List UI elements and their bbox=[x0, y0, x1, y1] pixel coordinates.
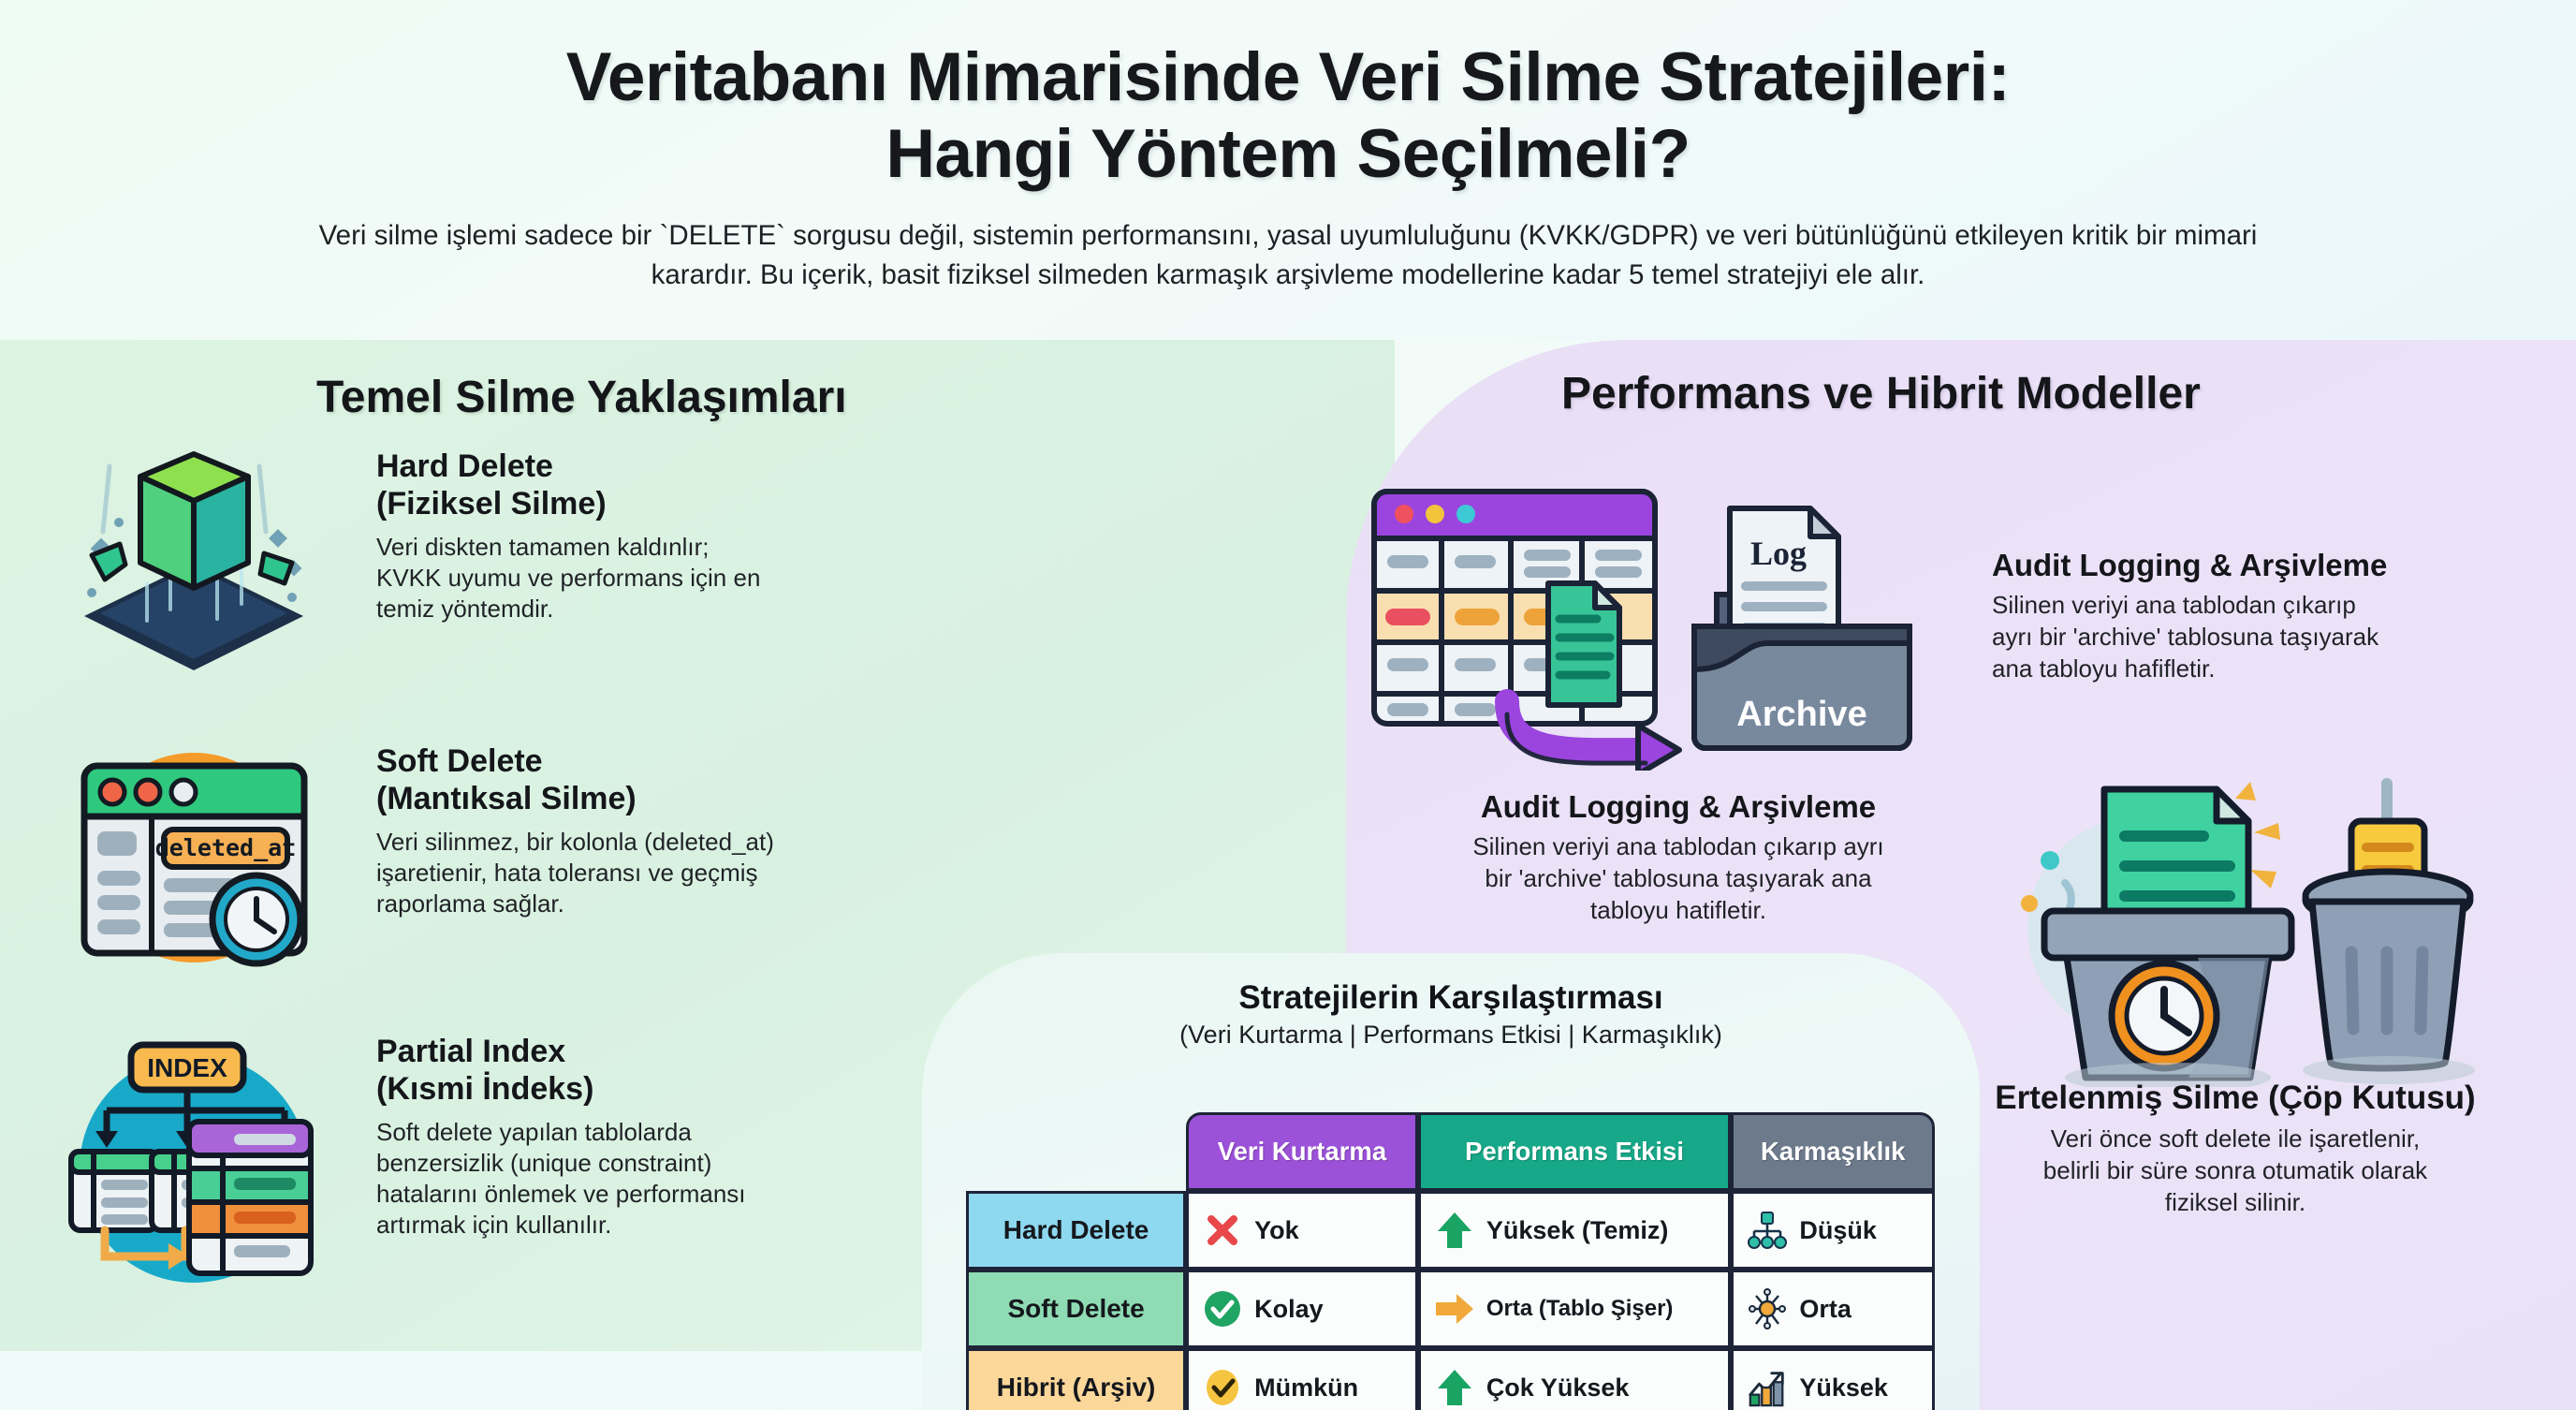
subtitle-line-1: Veri silme işlemi sadece bir `DELETE` so… bbox=[318, 219, 2064, 251]
comparison-title: Stratejilerin Karşılaştırması bbox=[1238, 979, 1663, 1016]
title-line-2: (Kısmi İndeks) bbox=[376, 1070, 594, 1107]
block-title: Ertelenmiş Silme (Çöp Kutusu) bbox=[1995, 1080, 2476, 1116]
title-line-2: (Mantıksal Silme) bbox=[376, 780, 637, 816]
title-line-1: Partial Index bbox=[376, 1034, 566, 1069]
cube-dissolve-icon bbox=[58, 443, 339, 682]
green-up-arrow-icon bbox=[1434, 1210, 1475, 1251]
header: Veritabanı Mimarisinde Veri Silme Strate… bbox=[0, 0, 2576, 340]
title-line-1: Soft Delete bbox=[376, 743, 543, 779]
deleted-at-badge-label: deleted_at bbox=[155, 834, 297, 861]
right-panel-heading: Performans ve Hibrit Modeller bbox=[1561, 369, 2201, 419]
desc-line-1: Veri önce soft delete ile işaretlenir, bbox=[2050, 1124, 2421, 1153]
list-item-title: Soft Delete (Mantıksal Silme) bbox=[376, 743, 779, 818]
table-row: Hibrit (Arşiv) Mümkün Çok Yüksek bbox=[966, 1348, 1935, 1410]
comparison-subtitle: (Veri Kurtarma | Performans Etkisi | Kar… bbox=[1179, 1021, 1722, 1049]
green-up-arrow-icon bbox=[1434, 1367, 1475, 1408]
green-check-circle-icon bbox=[1202, 1288, 1243, 1329]
cell-text: Düşük bbox=[1799, 1215, 1877, 1244]
list-item: deleted_at Soft Delete (Mantıksal Silme)… bbox=[58, 738, 1350, 981]
desc-line-3: tabloyu hatifletir. bbox=[1590, 895, 1766, 924]
archive-illustration: Log Archive bbox=[1365, 471, 1945, 777]
page-title: Veritabanı Mimarisinde Veri Silme Strate… bbox=[0, 0, 2576, 194]
column-header-performans-etkisi: Performans Etkisi bbox=[1417, 1112, 1732, 1191]
block-description: Silinen veriyi ana tablodan çıkarıp ayrı… bbox=[1992, 590, 2554, 684]
page-subtitle: Veri silme işlemi sadece bir `DELETE` so… bbox=[268, 216, 2308, 295]
desc-line-2: bir 'archive' tablosuna taşıyarak ana bbox=[1485, 863, 1872, 892]
list-item-description: Veri silinmez, bir kolonla (deleted_at) … bbox=[376, 827, 774, 918]
cell-text: Mümkün bbox=[1254, 1373, 1359, 1402]
comparison-table: Veri Kurtarma Performans Etkisi Karmaşık… bbox=[966, 1112, 1935, 1410]
block-description: Veri önce soft delete ile işaretlenir, b… bbox=[1908, 1124, 2563, 1218]
cell-soft-delete-karmasiklik: Orta bbox=[1731, 1270, 1935, 1348]
yellow-check-circle-icon bbox=[1202, 1367, 1243, 1408]
title-line-1: Veritabanı Mimarisinde Veri Silme Strate… bbox=[565, 39, 2011, 115]
row-label-hibrit-arsiv: Hibrit (Arşiv) bbox=[966, 1348, 1187, 1410]
deferred-delete-illustration bbox=[1964, 778, 2544, 1093]
orange-right-arrow-icon bbox=[1434, 1288, 1475, 1329]
network-node-icon bbox=[1747, 1288, 1788, 1329]
desc-line-1: Silinen veriyi ana tablodan çıkarıp bbox=[1992, 591, 2356, 619]
subtitle-line-2: kritik bir mimari karardır. Bu içerik, b… bbox=[651, 219, 2258, 290]
title-line-2: Hangi Yöntem Seçilmeli? bbox=[886, 116, 1690, 193]
cell-text: Kolay bbox=[1254, 1294, 1324, 1323]
index-tree-icon: INDEX bbox=[58, 1028, 339, 1295]
column-header-karmasiklik: Karmaşıklık bbox=[1731, 1112, 1935, 1191]
column-header-veri-kurtarma: Veri Kurtarma bbox=[1186, 1112, 1418, 1191]
cell-text: Yüksek bbox=[1799, 1373, 1888, 1402]
cell-soft-delete-performans: Orta (Tablo Şişer) bbox=[1417, 1270, 1732, 1348]
title-line-1: Hard Delete bbox=[376, 448, 553, 484]
cell-text: Orta (Tablo Şişer) bbox=[1486, 1296, 1674, 1321]
growth-chart-icon bbox=[1747, 1367, 1788, 1408]
block-title: Audit Logging & Arşivleme bbox=[1480, 789, 1877, 824]
list-item-description: Soft delete yapılan tablolarda benzersiz… bbox=[376, 1117, 746, 1239]
desc-line-2: belirli bir süre sonra otumatik olarak bbox=[2042, 1155, 2428, 1184]
block-description: Silinen veriyi ana tablodan çıkarıp ayrı… bbox=[1346, 831, 2011, 926]
log-doc-label: Log bbox=[1750, 535, 1807, 572]
cell-hibrit-karmasiklik: Yüksek bbox=[1731, 1348, 1935, 1410]
index-badge-label: INDEX bbox=[147, 1053, 227, 1082]
title-line-2: (Fiziksel Silme) bbox=[376, 485, 607, 521]
table-row: Hard Delete Yok Yüksek (Temiz) bbox=[966, 1191, 1935, 1270]
left-panel-heading: Temel Silme Yaklaşımları bbox=[316, 373, 847, 422]
list-item-title: Partial Index (Kısmi İndeks) bbox=[376, 1034, 788, 1109]
block-title: Audit Logging & Arşivleme bbox=[1992, 548, 2388, 582]
desc-line-1: Silinen veriyi ana tablodan çıkarıp ayrı bbox=[1472, 832, 1884, 860]
cell-hibrit-performans: Çok Yüksek bbox=[1417, 1348, 1732, 1410]
cell-text: Orta bbox=[1799, 1294, 1852, 1323]
row-label-soft-delete: Soft Delete bbox=[966, 1270, 1187, 1348]
cell-hard-delete-karmasiklik: Düşük bbox=[1731, 1191, 1935, 1270]
cell-soft-delete-veri-kurtarma: Kolay bbox=[1186, 1270, 1418, 1348]
cell-hibrit-veri-kurtarma: Mümkün bbox=[1186, 1348, 1418, 1410]
red-x-icon bbox=[1202, 1210, 1243, 1251]
comparison-card: Stratejilerin Karşılaştırması (Veri Kurt… bbox=[922, 953, 1980, 1410]
deferred-delete-block: Ertelenmiş Silme (Çöp Kutusu) Veri önce … bbox=[1908, 1080, 2563, 1218]
table-header-row: Veri Kurtarma Performans Etkisi Karmaşık… bbox=[966, 1112, 1935, 1191]
cell-text: Çok Yüksek bbox=[1486, 1373, 1630, 1402]
cell-text: Yüksek (Temiz) bbox=[1486, 1215, 1669, 1244]
desc-line-3: fiziksel silinir. bbox=[2164, 1187, 2306, 1216]
desc-line-3: ana tabloyu hafifletir. bbox=[1992, 654, 2216, 683]
list-item-title: Hard Delete (Fiziksel Silme) bbox=[376, 448, 779, 523]
archive-folder-label: Archive bbox=[1736, 695, 1866, 734]
list-item: Hard Delete (Fiziksel Silme) Veri diskte… bbox=[58, 443, 1350, 682]
window-deleted-at-clock-icon: deleted_at bbox=[58, 738, 339, 981]
audit-logging-center-block: Audit Logging & Arşivleme Silinen veriyi… bbox=[1346, 789, 2011, 926]
list-item-description: Veri diskten tamamen kaldınlır; KVKK uyu… bbox=[376, 532, 761, 623]
table-row: Soft Delete Kolay Orta (Tablo Şişer) bbox=[966, 1270, 1935, 1348]
list-item: INDEX bbox=[58, 1028, 1350, 1295]
cell-hard-delete-veri-kurtarma: Yok bbox=[1186, 1191, 1418, 1270]
cell-text: Yok bbox=[1254, 1215, 1299, 1244]
table-corner-cell bbox=[966, 1112, 1186, 1191]
hierarchy-icon bbox=[1747, 1210, 1788, 1251]
row-label-hard-delete: Hard Delete bbox=[966, 1191, 1187, 1270]
audit-logging-side-block: Audit Logging & Arşivleme Silinen veriyi… bbox=[1992, 548, 2554, 684]
desc-line-2: ayrı bir 'archive' tablosuna taşıyarak bbox=[1992, 622, 2379, 651]
cell-hard-delete-performans: Yüksek (Temiz) bbox=[1417, 1191, 1732, 1270]
